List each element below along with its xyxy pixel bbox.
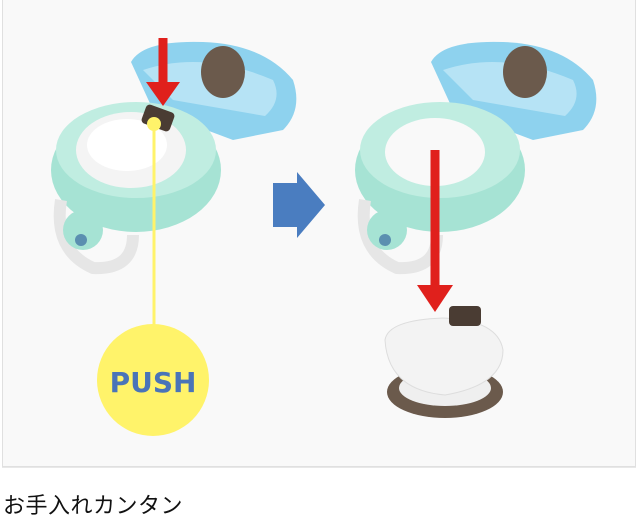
- left-lid-assembled: [51, 38, 297, 436]
- handle: [53, 199, 139, 275]
- caption-easy-care: お手入れカンタン: [3, 494, 184, 519]
- removed-inner-cup: [384, 317, 504, 396]
- push-label: PUSH: [110, 366, 197, 399]
- lid-disassembly-illustration: PUSH: [51, 38, 597, 436]
- push-circle: [97, 324, 209, 436]
- product-illustration-panel: PUSH: [2, 0, 636, 467]
- knob: [503, 46, 547, 98]
- gasket-tab: [449, 306, 481, 326]
- next-step-arrow-icon: [273, 172, 325, 238]
- right-lid-disassembled: [355, 41, 597, 418]
- knob: [201, 46, 245, 98]
